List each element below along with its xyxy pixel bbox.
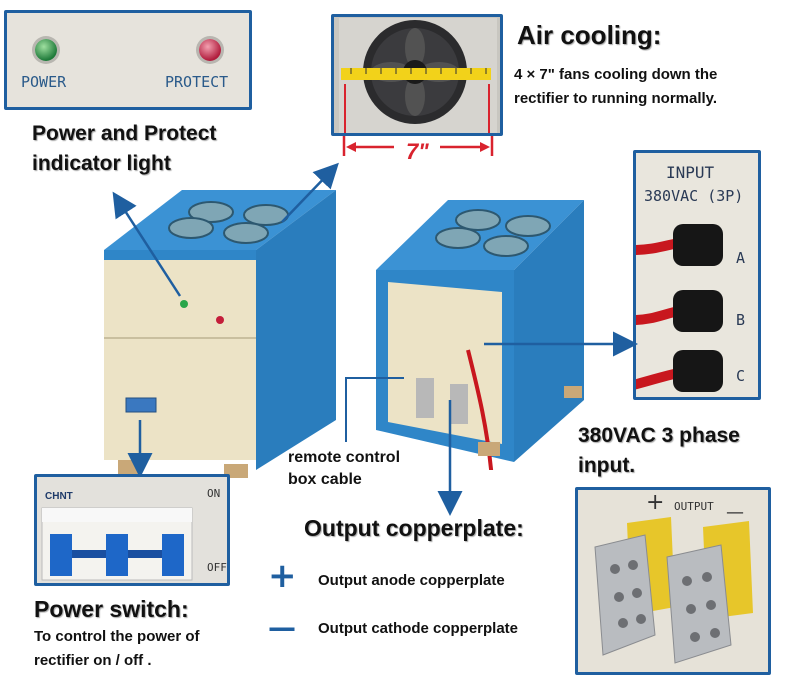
switch-caption-title: Power switch: (34, 596, 189, 622)
input-caption-line2: input. (578, 454, 636, 477)
phase-label-c: C (736, 367, 746, 385)
fan-size-label: 7" (406, 139, 429, 164)
indicator-caption-line2: indicator light (32, 152, 171, 175)
output-plus-label: + (646, 490, 665, 515)
indicator-caption-line1: Power and Protect (32, 122, 217, 145)
rectifier-cabinet-rear (376, 200, 584, 470)
output-minus-label: — (726, 502, 744, 523)
switch-brand-label: CHNT (45, 491, 73, 502)
output-label: OUTPUT (674, 500, 714, 513)
output-photo-panel: + OUTPUT — (575, 487, 771, 675)
fan-photo-panel (331, 14, 503, 136)
input-label-line2: 380VAC (3P) (644, 187, 744, 205)
switch-caption-line1: To control the power of (34, 628, 200, 645)
fan-illustration (339, 18, 497, 133)
power-indicator-label: POWER (21, 73, 67, 91)
switch-photo-panel: CHNT ON OFF (34, 474, 230, 586)
protect-indicator-lamp (199, 39, 221, 61)
fan-size-measure-arrow (342, 136, 494, 156)
air-cooling-title: Air cooling: (517, 20, 662, 50)
copperplate-illustration (594, 517, 753, 664)
remote-caption-line1: remote control (288, 449, 401, 466)
power-indicator-lamp (35, 39, 57, 61)
input-photo-panel: INPUT 380VAC (3P) A B C (633, 150, 761, 400)
rectifier-cabinet-front (104, 190, 336, 478)
switch-caption-line2: rectifier on / off . (34, 652, 152, 669)
phase-label-a: A (736, 249, 746, 267)
input-cable-illustration (636, 224, 723, 392)
air-cooling-desc-line2: rectifier to running normally. (514, 90, 718, 107)
cathode-label: Output cathode copperplate (318, 620, 519, 637)
switch-on-label: ON (207, 487, 221, 500)
indicator-photo-panel: POWER PROTECT (4, 10, 252, 110)
cathode-minus-symbol: — (268, 611, 296, 644)
air-cooling-desc-line1: 4 × 7" fans cooling down the (514, 66, 718, 83)
anode-label: Output anode copperplate (318, 572, 505, 589)
breaker-illustration (41, 507, 193, 581)
input-caption-line1: 380VAC 3 phase (578, 424, 740, 447)
switch-off-label: OFF (207, 561, 227, 574)
input-label-line1: INPUT (666, 163, 715, 182)
anode-plus-symbol: + (268, 556, 297, 596)
protect-indicator-label: PROTECT (165, 73, 229, 91)
phase-label-b: B (736, 311, 746, 329)
output-caption-title: Output copperplate: (304, 515, 524, 541)
remote-caption-line2: box cable (288, 471, 362, 488)
